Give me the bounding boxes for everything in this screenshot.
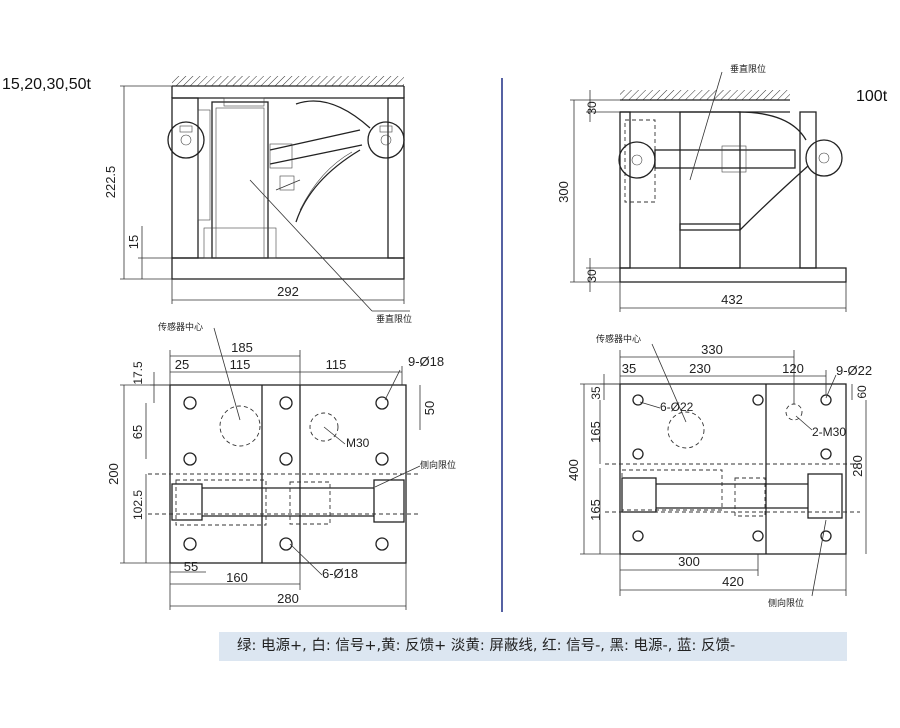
left-dim-m30: M30: [346, 436, 370, 450]
right-dim-300: 300: [678, 554, 700, 569]
left-dim-55: 55: [184, 559, 198, 574]
right-dim-420: 420: [722, 574, 744, 589]
left-dim-115b: 115: [326, 357, 347, 372]
left-dim-185: 185: [231, 340, 253, 355]
left-dim-65: 65: [130, 425, 145, 439]
right-holes-top: 9-Ø22: [836, 363, 872, 378]
left-dim-160: 160: [226, 570, 248, 585]
right-vertical-limit-callout: 垂直限位: [730, 63, 766, 74]
left-dim-280: 280: [277, 591, 299, 606]
right-side-limit-callout: 侧向限位: [768, 597, 804, 608]
right-holes-mid: 6-Ø22: [660, 400, 694, 414]
right-dim-400: 400: [566, 459, 581, 481]
right-dim-60: 60: [855, 385, 869, 399]
right-dim-300: 300: [556, 181, 571, 203]
left-holes-bottom: 6-Ø18: [322, 566, 358, 581]
right-dim-m30: 2-M30: [812, 425, 846, 439]
right-dim-165a: 165: [588, 421, 603, 443]
right-dim-30-top: 30: [585, 101, 599, 115]
wire-color-legend: 绿: 电源+, 白: 信号+,黄: 反馈+ 淡黄: 屏蔽线, 红: 信号-, 黑…: [219, 632, 847, 661]
left-capacity-label: 15,20,30,50t: [2, 76, 91, 93]
left-vertical-limit-callout: 垂直限位: [376, 313, 412, 324]
left-dim-width: 292: [277, 284, 299, 299]
right-dim-230: 230: [689, 361, 711, 376]
right-dim-330: 330: [701, 342, 723, 357]
left-dim-50: 50: [422, 401, 437, 415]
left-dim-25: 25: [175, 357, 189, 372]
left-sensor-center-callout: 传感器中心: [158, 321, 203, 332]
left-side-limit-callout: 侧向限位: [420, 459, 456, 470]
right-dim-30-bottom: 30: [585, 269, 599, 283]
left-dim-200: 200: [106, 463, 121, 485]
left-side-view: 222.5 15 292 垂直限位: [103, 76, 412, 324]
wire-color-legend-text: 绿: 电源+, 白: 信号+,黄: 反馈+ 淡黄: 屏蔽线, 红: 信号-, 黑…: [237, 638, 736, 654]
left-dim-115a: 115: [230, 357, 251, 372]
right-sensor-center-callout: 传感器中心: [596, 333, 641, 344]
left-dim-base: 15: [126, 235, 141, 249]
right-dim-280: 280: [850, 455, 865, 477]
right-dim-35a: 35: [622, 361, 636, 376]
left-dim-height: 222.5: [103, 166, 118, 199]
left-dim-102-5: 102.5: [131, 490, 145, 520]
right-dim-165b: 165: [588, 499, 603, 521]
right-capacity-label: 100t: [856, 88, 888, 105]
right-side-view: 垂直限位 30 300 30 432: [556, 63, 847, 312]
right-dim-35b: 35: [589, 386, 603, 400]
right-dim-432: 432: [721, 292, 743, 307]
right-top-view: 传感器中心 330 35 230 120 9-Ø22 35 6-Ø22 60 1…: [566, 333, 872, 608]
right-dim-120: 120: [782, 361, 804, 376]
left-top-view: 传感器中心 185 17.5 25 115 115 9-Ø18 50 65 M3…: [106, 321, 456, 610]
left-dim-17-5: 17.5: [131, 361, 145, 385]
left-holes-top: 9-Ø18: [408, 354, 444, 369]
